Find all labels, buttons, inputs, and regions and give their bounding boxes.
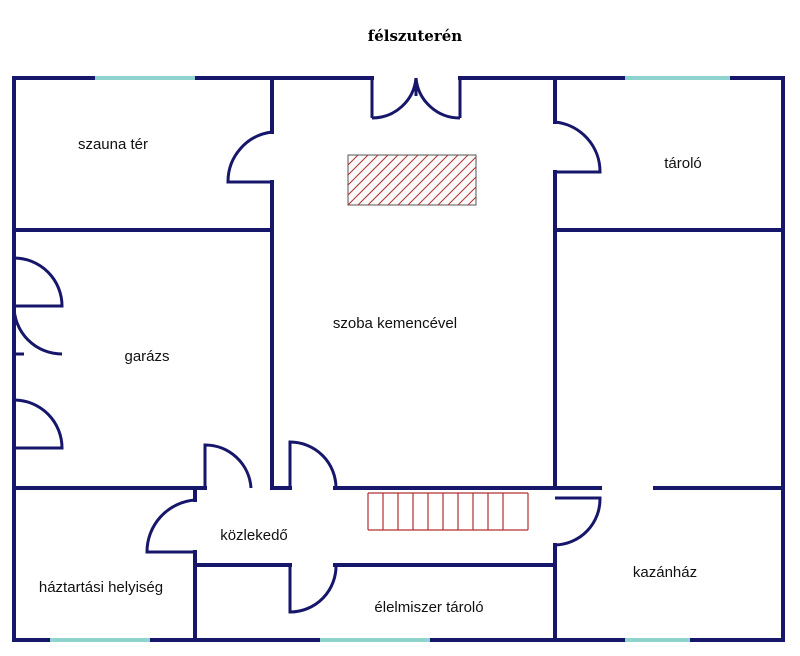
room-label-sauna: szauna tér <box>78 136 148 153</box>
windows <box>50 76 730 642</box>
room-label-garage: garázs <box>124 348 169 365</box>
room-label-corridor: közlekedő <box>220 527 288 544</box>
room-label-oven-room: szoba kemencével <box>333 315 457 332</box>
oven-hatch <box>347 154 477 206</box>
doors <box>12 77 602 614</box>
room-label-storage: tároló <box>664 155 702 172</box>
stairs <box>367 492 529 531</box>
room-label-household: háztartási helyiség <box>39 579 163 596</box>
room-label-pantry: élelmiszer tároló <box>374 599 483 616</box>
interior-walls <box>12 76 785 642</box>
room-label-boiler: kazánház <box>633 564 697 581</box>
plan-title: félszuterén <box>368 27 462 45</box>
